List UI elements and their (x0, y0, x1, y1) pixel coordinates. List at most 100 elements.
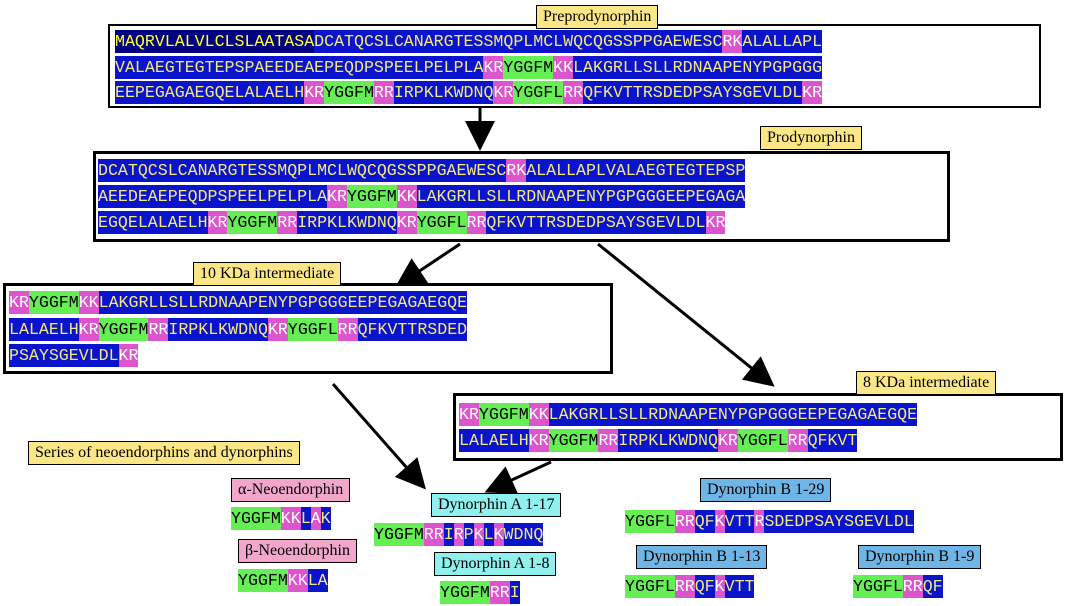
sequence-segment: P (463, 523, 474, 546)
kda8-label: 8 KDa intermediate (856, 371, 997, 395)
preprodynorphin-line: MAQRVLALVLCLSLAATASADCATQCSLCANARGTESSMQ… (115, 30, 823, 53)
sequence-segment: ALALLAPLVALAEGTEGTEPSP (526, 159, 746, 182)
opioid-core-segment: YGGFM (324, 81, 374, 104)
alpha-neoendorphin-label: α-Neoendorphin (231, 478, 351, 502)
dynorphin-b-1-29-label: Dynorphin B 1-29 (700, 478, 832, 502)
arrow-8kda-to-dynA (484, 460, 552, 494)
opioid-core-segment: YGGFL (287, 318, 338, 341)
cleavage-site-segment: RR (674, 510, 695, 533)
cleavage-site-segment: RR (373, 81, 394, 104)
sequence-segment: PSAYSGEVLDL (9, 344, 119, 367)
sequence-segment: VALAEGTEGTEPSPAEEDEAEPEQDPSPEELPELPLA (115, 56, 484, 79)
cleavage-site-segment: KK (280, 507, 301, 530)
opioid-core-segment: YGGFM (227, 211, 278, 234)
dynorphin-b-1-29-sequence: YGGFLRRQFKVTTRSDEDPSAYSGEVLDL (625, 510, 914, 533)
sequence-segment: AEEDEAEPEQDPSPEELPELPLA (98, 185, 328, 208)
cleavage-site-segment: K (473, 523, 484, 546)
prodynorphin-line: DCATQCSLCANARGTESSMQPLMCLWQCQGSSPPGAEWES… (98, 159, 746, 182)
sequence-segment: EGQELALAELH (98, 211, 208, 234)
cleavage-site-segment: RR (423, 523, 444, 546)
dynorphin-b-1-9-label: Dynorphin B 1-9 (858, 545, 982, 569)
cleavage-site-segment: KR (459, 403, 479, 426)
sequence-segment: DCATQCSLCANARGTESSMQPLMCLWQCQGSSPPGAEWES… (314, 30, 723, 53)
cleavage-site-segment: R (453, 523, 464, 546)
dynorphin-b-1-13-label: Dynorphin B 1-13 (636, 545, 768, 569)
kda10-line: PSAYSGEVLDLKR (9, 344, 139, 367)
dynorphin-a-1-8-label: Dynorphin A 1-8 (434, 552, 557, 576)
opioid-core-segment: YGGFM (238, 569, 288, 592)
sequence-segment: VTT (724, 575, 755, 598)
cleavage-site-segment: RK (506, 159, 527, 182)
sequence-segment: LA (307, 569, 328, 592)
beta-neoendorphin-sequence: YGGFMKKLA (238, 569, 328, 592)
kda8-line: KRYGGFMKKLAKGRLLSLLRDNAAPENYPGPGGGEEPEGA… (459, 403, 918, 426)
kda10-label: 10 KDa intermediate (193, 262, 342, 286)
sequence-segment: QF (922, 575, 943, 598)
cleavage-site-segment: K (714, 510, 725, 533)
cleavage-site-segment: RR (902, 575, 923, 598)
cleavage-site-segment: KR (705, 211, 726, 234)
kda10-box: KRYGGFMKKLAKGRLLSLLRDNAAPENYPGPGGGEEPEGA… (3, 283, 613, 374)
dynorphin-b-1-9-sequence: YGGFLRRQF (853, 575, 943, 598)
sequence-segment: LAKGRLLSLLRDNAAPENYPGPGGGEEPEGAGAEGQE (98, 291, 468, 314)
cleavage-site-segment: KK (553, 56, 574, 79)
sequence-segment: LAKGRLLSLLRDNAAPENYPGPGGGEEPEGAGA (416, 185, 746, 208)
sequence-segment: IRPKLKWDNQ (297, 211, 397, 234)
sequence-segment: EEPEGAGAEGQELALAELH (115, 81, 305, 104)
cleavage-site-segment: RR (277, 211, 298, 234)
opioid-core-segment: YGGFM (231, 507, 281, 530)
opioid-core-segment: YGGFL (625, 510, 675, 533)
sequence-segment: QFKVT (807, 429, 858, 452)
sequence-segment: VTT (724, 510, 755, 533)
prodynorphin-box: DCATQCSLCANARGTESSMQPLMCLWQCQGSSPPGAEWES… (93, 151, 950, 242)
cleavage-site-segment: RR (466, 211, 487, 234)
opioid-core-segment: YGGFM (478, 403, 529, 426)
sequence-segment: LAKGRLLSLLRDNAAPENYPGPGGGEEPEGAGAEGQE (548, 403, 918, 426)
kda10-line: KRYGGFMKKLAKGRLLSLLRDNAAPENYPGPGGGEEPEGA… (9, 291, 468, 314)
cleavage-site-segment: KR (78, 318, 99, 341)
kda10-line: LALAELHKRYGGFMRRIRPKLKWDNQKRYGGFLRRQFKVT… (9, 318, 468, 341)
signal-peptide-segment: MAQRVLALVLCLSLAATASA (115, 30, 315, 53)
sequence-segment: LAKGRLLSLLRDNAAPENYPGPGGG (573, 56, 823, 79)
dynorphin-a-1-17-label: Dynorphin A 1-17 (431, 493, 562, 517)
sequence-segment: LALAELH (459, 429, 529, 452)
cleavage-site-segment: KR (717, 429, 738, 452)
opioid-core-segment: YGGFM (28, 291, 79, 314)
cleavage-site-segment: KK (78, 291, 99, 314)
opioid-core-segment: YGGFM (548, 429, 599, 452)
prodynorphin-line: EGQELALAELHKRYGGFMRRIRPKLKWDNQKRYGGFLRRQ… (98, 211, 726, 234)
cleavage-site-segment: RR (337, 318, 358, 341)
sequence-segment: QFKVTTRSDEDPSAYSGEVLDL (583, 81, 803, 104)
beta-neoendorphin-label: β-Neoendorphin (238, 539, 357, 563)
opioid-core-segment: YGGFM (503, 56, 554, 79)
cleavage-site-segment: R (754, 510, 765, 533)
opioid-core-segment: YGGFL (737, 429, 788, 452)
sequence-segment: QFKVTTRSDEDPSAYSGEVLDL (486, 211, 706, 234)
cleavage-site-segment: KK (528, 403, 549, 426)
sequence-segment: I (443, 523, 454, 546)
cleavage-site-segment: RR (598, 429, 619, 452)
sequence-segment: WDNQ (503, 523, 544, 546)
opioid-core-segment: YGGFM (440, 581, 490, 604)
opioid-core-segment: YGGFL (416, 211, 467, 234)
opioid-core-segment: YGGFM (374, 523, 424, 546)
opioid-core-segment: YGGFL (513, 81, 564, 104)
cleavage-site-segment: K (714, 575, 725, 598)
arrow-10kda-to-dynA (331, 383, 426, 490)
cleavage-site-segment: KR (483, 56, 504, 79)
sequence-segment: IRPKLKWDNQ (168, 318, 268, 341)
cleavage-site-segment: KR (118, 344, 139, 367)
series-label: Series of neoendorphins and dynorphins (28, 441, 300, 465)
cleavage-site-segment: RR (787, 429, 808, 452)
opioid-core-segment: YGGFL (853, 575, 903, 598)
sequence-segment: I (509, 581, 520, 604)
sequence-segment: IRPKLKWDNQ (393, 81, 494, 104)
prodynorphin-line: AEEDEAEPEQDPSPEELPELPLAKRYGGFMKKLAKGRLLS… (98, 185, 746, 208)
cleavage-site-segment: KK (396, 185, 417, 208)
cleavage-site-segment: KR (802, 81, 823, 104)
preprodynorphin-line: VALAEGTEGTEPSPAEEDEAEPEQDPSPEELPELPLAKRY… (115, 56, 823, 79)
opioid-core-segment: YGGFM (98, 318, 149, 341)
sequence-segment: LALAELH (9, 318, 79, 341)
kda8-line: LALAELHKRYGGFMRRIRPKLKWDNQKRYGGFLRRQFKVT (459, 429, 858, 452)
